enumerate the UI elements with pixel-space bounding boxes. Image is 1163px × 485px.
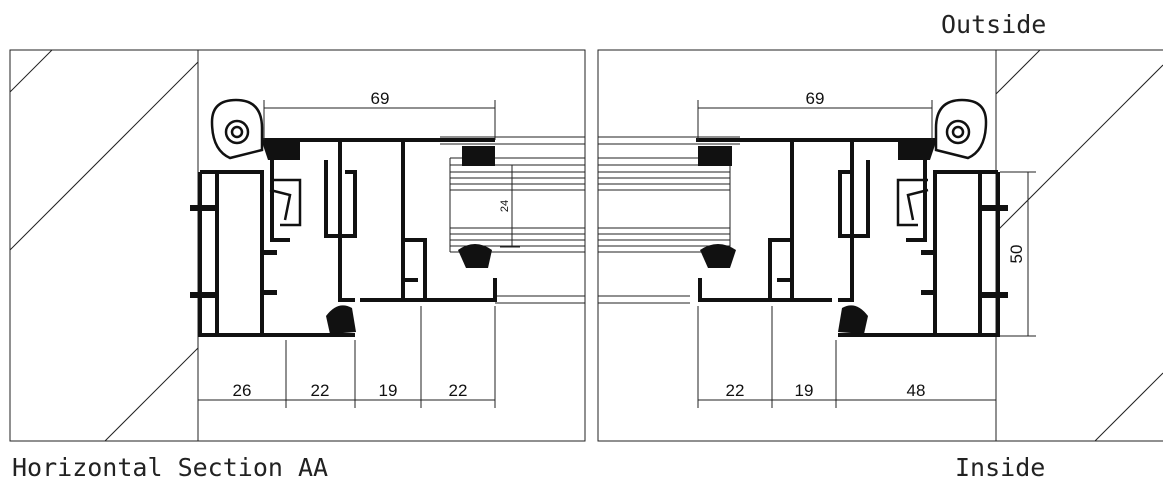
left-frame-profile: [190, 138, 497, 337]
svg-text:69: 69: [806, 89, 825, 108]
outside-label: Outside: [941, 10, 1046, 39]
right-gaskets: [698, 142, 936, 334]
left-hinge: [210, 98, 264, 160]
left-panel: 69 24 26 22 19 22: [9, 49, 586, 442]
left-gaskets: [262, 142, 495, 334]
right-dim-69: 69: [697, 89, 933, 140]
right-frame-profile: [696, 138, 1008, 337]
left-dim-69: 69: [263, 89, 496, 140]
svg-text:22: 22: [311, 381, 330, 400]
svg-text:22: 22: [726, 381, 745, 400]
right-dim-chain: 22 19 48: [697, 306, 997, 408]
title-label: Horizontal Section AA: [12, 453, 328, 482]
left-wall-hatch: [9, 49, 199, 442]
svg-text:19: 19: [795, 381, 814, 400]
svg-text:69: 69: [371, 89, 390, 108]
right-wall-hatch: [995, 49, 1163, 442]
right-panel: 69 50 22 19 48: [597, 49, 1163, 442]
svg-text:19: 19: [379, 381, 398, 400]
svg-text:24: 24: [499, 200, 511, 212]
svg-text:48: 48: [907, 381, 926, 400]
left-dim-24: 24: [499, 164, 520, 248]
svg-text:50: 50: [1007, 245, 1026, 264]
svg-text:22: 22: [449, 381, 468, 400]
left-dim-chain: 26 22 19 22: [197, 306, 496, 408]
svg-text:26: 26: [233, 381, 252, 400]
inside-label: Inside: [955, 453, 1045, 482]
right-hinge: [934, 98, 988, 160]
right-dim-50: 50: [1000, 171, 1036, 337]
